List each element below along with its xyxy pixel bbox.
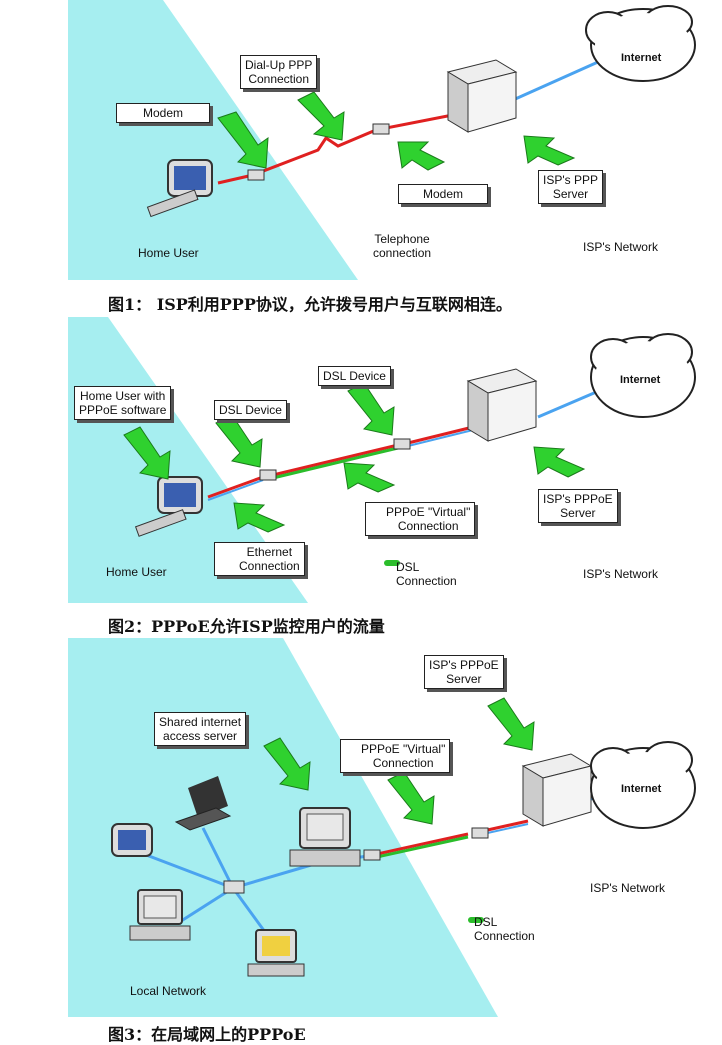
arrow-modem-right bbox=[397, 141, 446, 171]
home-user-pppoe-label: Home User with PPPoE software bbox=[74, 386, 172, 420]
isp-network-label: ISP's Network bbox=[583, 240, 658, 254]
dsl-device-right-label: DSL Device bbox=[318, 366, 391, 386]
imac-computer-icon bbox=[111, 823, 153, 857]
home-user-label: Home User bbox=[138, 246, 199, 260]
isp-server-icon bbox=[466, 368, 538, 442]
dsl-green-swatch bbox=[468, 917, 484, 923]
internet-label: Internet bbox=[620, 374, 661, 386]
figure2-diagram bbox=[68, 317, 696, 603]
modem-left-label: Modem bbox=[116, 103, 210, 123]
home-computer-icon bbox=[134, 476, 203, 537]
arrow-shared-server bbox=[263, 737, 311, 791]
modem-right-device bbox=[372, 123, 390, 135]
isp-pppoe-server-label: ISP's PPPoE Server bbox=[538, 489, 618, 523]
home-computer-icon bbox=[146, 159, 213, 218]
dsl-device-left bbox=[363, 849, 381, 861]
telephone-label: Telephone connection bbox=[373, 232, 432, 260]
figure2-panel: Home User with PPPoE software DSL Device… bbox=[68, 317, 704, 603]
arrow-modem-left bbox=[217, 111, 269, 169]
isp-server-icon bbox=[446, 59, 518, 133]
dsl-green-swatch bbox=[384, 560, 400, 566]
internet-label: Internet bbox=[621, 52, 662, 64]
figure2-caption: 图2：PPPoE允许ISP监控用户的流量 bbox=[108, 617, 385, 636]
figure1-panel: Dial-Up PPP Connection Modem Modem ISP's… bbox=[68, 0, 704, 280]
arrow-dsl-right bbox=[347, 382, 395, 436]
dsl-device-right bbox=[471, 827, 489, 839]
arrow-ethernet bbox=[233, 502, 286, 533]
arrow-pppoe bbox=[343, 462, 396, 493]
dsl-device-left-label: DSL Device bbox=[214, 400, 287, 420]
arrow-isp-server bbox=[523, 135, 576, 166]
arrow-isp-server bbox=[533, 446, 586, 478]
isp-server-icon bbox=[521, 753, 593, 827]
modem-left-device bbox=[247, 169, 265, 181]
home-user-label: Home User bbox=[106, 565, 167, 579]
dsl-device-right bbox=[393, 438, 411, 450]
pppoe-virtual-label: PPPoE "Virtual" Connection bbox=[340, 739, 451, 773]
dsl-connection-label: DSL Connection bbox=[396, 560, 457, 588]
dialup-label: Dial-Up PPP Connection bbox=[240, 55, 318, 89]
hub-device bbox=[223, 880, 245, 894]
internet-cloud-icon bbox=[585, 5, 696, 82]
workstation-computer-icon bbox=[129, 889, 191, 941]
isp-network-label: ISP's Network bbox=[583, 567, 658, 581]
internet-link bbox=[512, 60, 599, 102]
arrow-dialup bbox=[297, 91, 345, 141]
isp-server-label: ISP's PPP Server bbox=[538, 170, 603, 204]
arrow-home-user bbox=[123, 426, 171, 480]
internet-label: Internet bbox=[621, 783, 662, 795]
isp-network-label: ISP's Network bbox=[590, 881, 665, 895]
laptop-icon bbox=[174, 776, 232, 831]
arrow-dsl-left bbox=[215, 414, 263, 468]
figure1-diagram bbox=[68, 0, 696, 280]
isp-pppoe-server-label: ISP's PPPoE Server bbox=[424, 655, 504, 689]
ethernet-label: Ethernet Connection bbox=[214, 542, 305, 576]
workstation-yellow-computer-icon bbox=[247, 929, 305, 977]
pppoe-virtual-label: PPPoE "Virtual" Connection bbox=[365, 502, 476, 536]
dsl-device-left bbox=[259, 469, 277, 481]
figure3-panel: ISP's PPPoE Server Shared internet acces… bbox=[68, 638, 704, 1017]
figure3-diagram bbox=[68, 638, 696, 1017]
shared-server-label: Shared internet access server bbox=[154, 712, 247, 746]
figure1-caption: 图1： ISP利用PPP协议，允许拨号用户与互联网相连。 bbox=[108, 295, 512, 314]
arrow-isp-server bbox=[487, 697, 535, 751]
home-region bbox=[68, 0, 358, 280]
modem-right-label: Modem bbox=[398, 184, 488, 204]
shared-server-computer-icon bbox=[289, 807, 361, 867]
local-network-label: Local Network bbox=[130, 984, 207, 998]
figure3-caption: 图3：在局域网上的PPPoE bbox=[108, 1025, 306, 1044]
arrow-pppoe bbox=[387, 771, 435, 825]
internet-cloud-icon bbox=[590, 741, 696, 829]
dsl-connection-label: DSL Connection bbox=[474, 915, 535, 943]
internet-cloud-icon bbox=[590, 333, 696, 418]
